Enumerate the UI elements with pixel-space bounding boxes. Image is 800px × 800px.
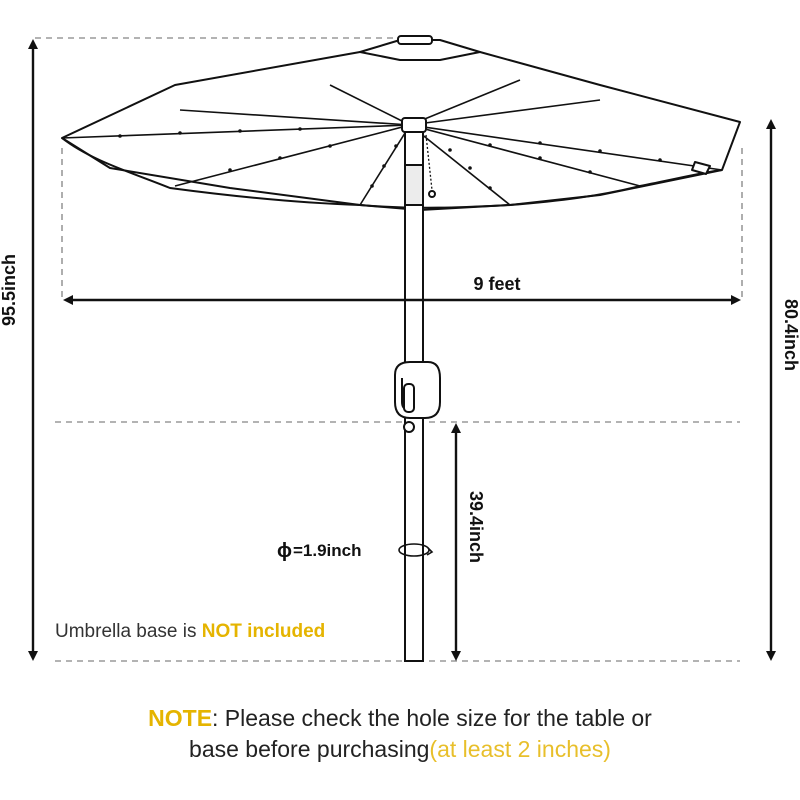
guide-lines: [35, 37, 743, 662]
base-not-included-note: Umbrella base is NOT included: [55, 621, 325, 643]
pole-diameter-ring: [398, 543, 434, 557]
purchase-note-line-2: base before purchasing(at least 2 inches…: [0, 734, 800, 765]
purchase-note-line-1: NOTE: Please check the hole size for the…: [0, 703, 800, 734]
note-aside: (at least 2 inches): [429, 736, 611, 762]
note-line1-text: : Please check the hole size for the tab…: [212, 705, 652, 731]
dimension-arrows: [28, 39, 776, 661]
purchase-note: NOTE: Please check the hole size for the…: [0, 703, 800, 765]
total-height-label: 95.5inch: [0, 254, 19, 326]
note-line2-text: base before purchasing: [189, 736, 430, 762]
canopy-width-label: 9 feet: [473, 274, 520, 294]
crank-handle: [394, 361, 441, 433]
umbrella-canopy: [61, 35, 741, 211]
pole-diameter-label: =1.9inch: [293, 541, 362, 560]
crank-height-label: 39.4inch: [466, 491, 486, 563]
base-note-prefix: Umbrella base is: [55, 621, 202, 642]
canopy-height-label: 80.4inch: [781, 299, 800, 371]
note-label: NOTE: [148, 705, 213, 731]
diameter-symbol: ϕ: [277, 540, 292, 562]
base-note-highlight: NOT included: [201, 621, 326, 642]
